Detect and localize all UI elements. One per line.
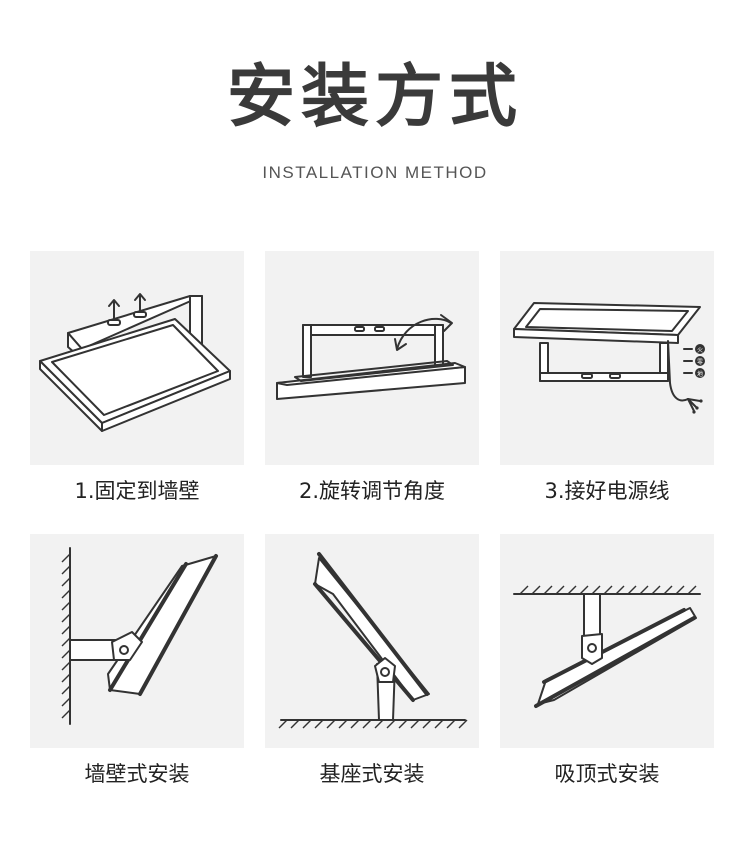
live-wire-marker	[695, 344, 705, 354]
ceiling-mount-illustration	[500, 534, 714, 748]
base-mount-illustration	[265, 534, 479, 748]
wall-mount-drawing	[61, 547, 218, 725]
wall-mount-caption: 墙壁式安装	[84, 762, 190, 786]
ceiling-mount-drawing	[513, 585, 701, 708]
floodlight-rotate-angle-drawing	[276, 314, 466, 400]
step-2-caption: 2.旋转调节角度	[298, 479, 446, 503]
base-mount-drawing	[278, 552, 468, 729]
step-2-illustration	[265, 251, 479, 465]
step-1-caption: 1.固定到墙壁	[74, 479, 200, 503]
step-3-caption: 3.接好电源线	[544, 479, 670, 503]
step-3-illustration: 火 零 地	[500, 251, 714, 465]
step-1-illustration	[30, 251, 244, 465]
ground-wire-marker	[695, 368, 705, 378]
ground-wire-label: 地	[697, 370, 703, 378]
page-title: 安装方式	[226, 58, 523, 137]
neutral-wire-marker	[695, 356, 705, 366]
floodlight-connect-power-drawing: 火 零 地	[513, 302, 705, 414]
base-mount-caption: 基座式安装	[319, 762, 425, 786]
ceiling-mount-caption: 吸顶式安装	[554, 762, 660, 786]
page-subtitle: INSTALLATION METHOD	[262, 163, 488, 182]
wall-mount-illustration	[30, 534, 244, 748]
live-wire-label: 火	[697, 347, 703, 354]
floodlight-fix-to-wall-drawing	[39, 293, 231, 432]
neutral-wire-label: 零	[697, 359, 703, 366]
